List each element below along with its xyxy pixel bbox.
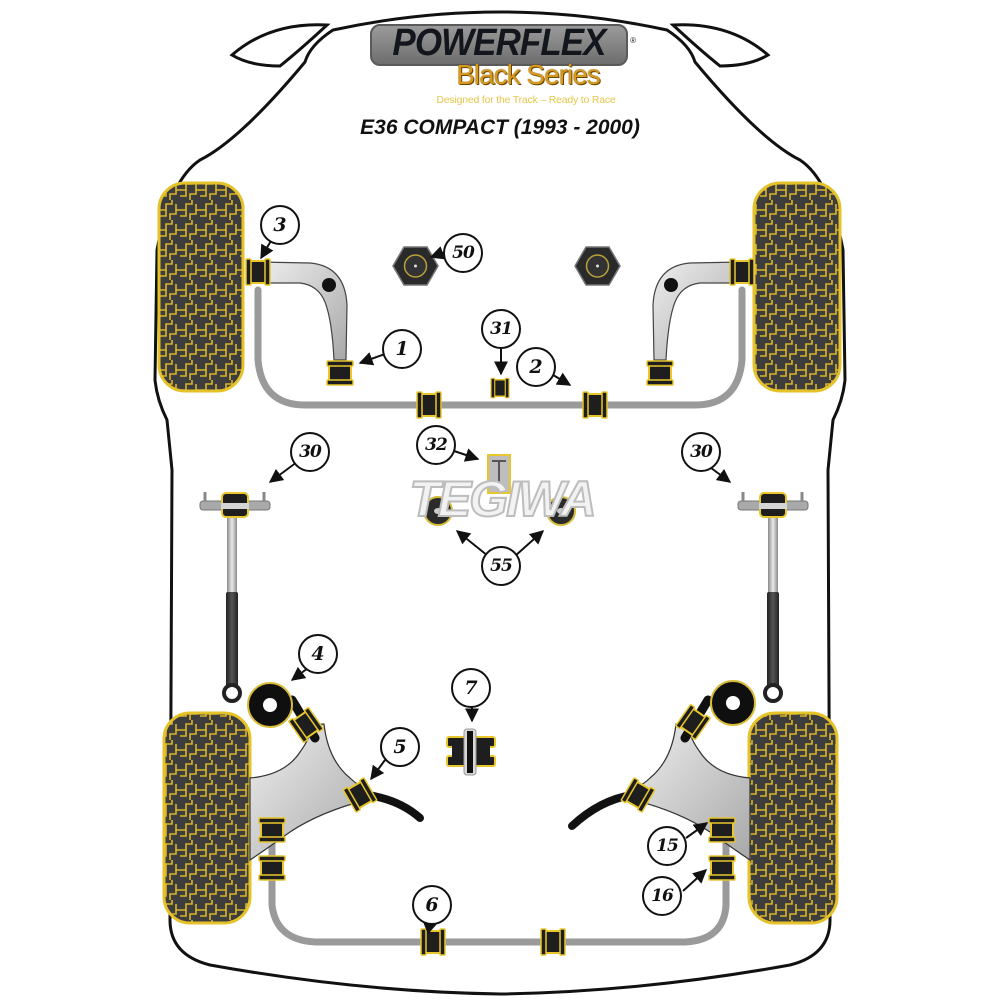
bush-3-left bbox=[245, 258, 271, 286]
bush-2-left bbox=[416, 391, 442, 419]
top-mount-left bbox=[392, 246, 439, 286]
callout-3[interactable]: 3 bbox=[260, 205, 300, 245]
front-left-control-arm bbox=[257, 261, 348, 361]
front-left-tyre bbox=[157, 181, 245, 393]
bush-4-right bbox=[710, 680, 756, 726]
diff-mount-7 bbox=[446, 728, 496, 776]
rear-right-tyre bbox=[747, 711, 839, 925]
top-mount-right bbox=[574, 246, 621, 286]
front-right-control-arm bbox=[652, 261, 743, 361]
rear-shock-right bbox=[737, 492, 809, 703]
logo-brand: POWERFLEX bbox=[392, 22, 606, 64]
bush-2-right bbox=[582, 391, 608, 419]
rear-left-tyre bbox=[162, 711, 252, 925]
callout-7[interactable]: 7 bbox=[451, 668, 491, 708]
callout-6[interactable]: 6 bbox=[412, 885, 452, 925]
bush-6-left bbox=[420, 928, 446, 956]
bush-31 bbox=[490, 377, 510, 399]
svg-text:TEGIWA: TEGIWA bbox=[409, 476, 594, 526]
callout-16[interactable]: 16 bbox=[642, 876, 682, 916]
callout-4[interactable]: 4 bbox=[298, 634, 338, 674]
powerflex-logo: POWERFLEX ® Black Series Designed for th… bbox=[366, 22, 636, 112]
callout-30-left[interactable]: 30 bbox=[290, 432, 330, 472]
logo-tagline: Designed for the Track – Ready to Race bbox=[436, 94, 616, 106]
callout-5[interactable]: 5 bbox=[380, 727, 420, 767]
logo-plate bbox=[370, 24, 628, 66]
bush-1-left bbox=[326, 360, 354, 386]
bush-16-left bbox=[258, 855, 286, 881]
callout-31[interactable]: 31 bbox=[481, 309, 521, 349]
callout-50[interactable]: 50 bbox=[443, 233, 483, 273]
engine-mount-left bbox=[423, 496, 453, 526]
tegiwa-watermark: TEGIWA bbox=[408, 476, 597, 526]
callout-1[interactable]: 1 bbox=[382, 329, 422, 369]
bush-6-right bbox=[540, 928, 566, 956]
rear-anti-roll-bar bbox=[268, 816, 730, 946]
registered-mark: ® bbox=[630, 36, 636, 45]
engine-mount-right bbox=[546, 496, 576, 526]
callout-15[interactable]: 15 bbox=[647, 826, 687, 866]
bush-15-right bbox=[708, 817, 736, 843]
bush-1-right bbox=[646, 360, 674, 386]
bush-3-right bbox=[729, 258, 755, 286]
gearbox-mount bbox=[487, 454, 511, 494]
bush-16-right bbox=[708, 855, 736, 881]
front-right-tyre bbox=[752, 181, 842, 393]
bush-15-left bbox=[258, 817, 286, 843]
rear-shock-left bbox=[199, 492, 271, 703]
diagram-title: E36 COMPACT (1993 - 2000) bbox=[360, 116, 640, 139]
front-anti-roll-bar bbox=[254, 286, 746, 409]
callout-55[interactable]: 55 bbox=[481, 546, 521, 586]
bush-4-left bbox=[247, 682, 293, 728]
logo-series: Black Series bbox=[456, 59, 601, 90]
callout-2[interactable]: 2 bbox=[516, 347, 556, 387]
callout-30-right[interactable]: 30 bbox=[681, 432, 721, 472]
callout-32[interactable]: 32 bbox=[416, 425, 456, 465]
